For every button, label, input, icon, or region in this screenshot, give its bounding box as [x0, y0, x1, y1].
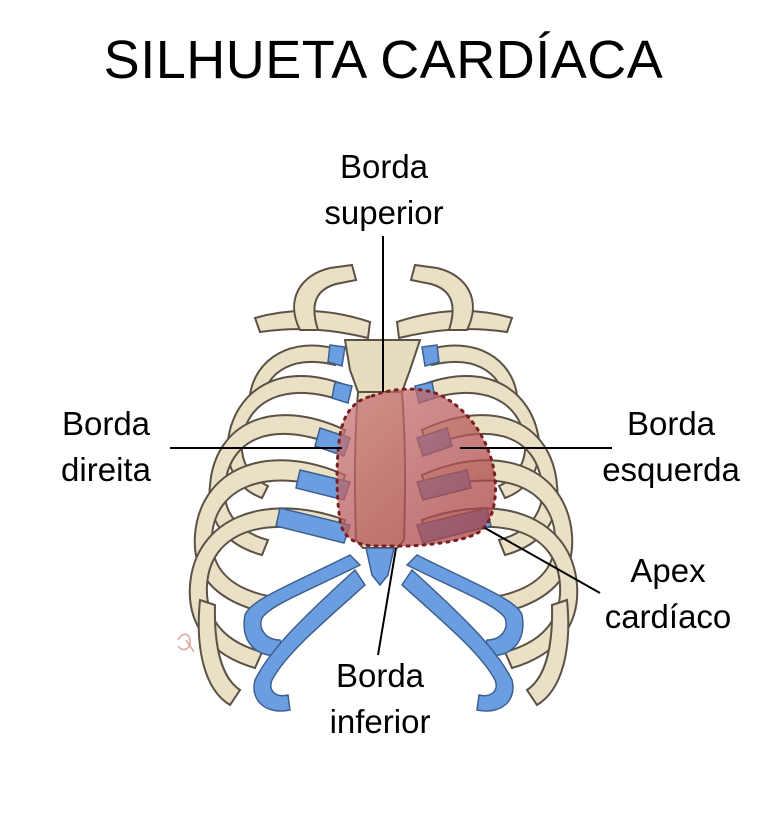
label-borda-superior: Borda superior: [324, 148, 444, 231]
leader-line-apex: [484, 527, 601, 594]
clavicle-left: [253, 263, 372, 340]
heart-silhouette: [335, 387, 497, 548]
artist-signature-mark: [177, 633, 195, 653]
leader-line-inferior: [377, 547, 397, 656]
label-borda-inferior: Borda inferior: [329, 657, 431, 740]
label-borda-esquerda: Borda esquerda: [602, 405, 740, 488]
label-borda-direita: Borda direita: [61, 405, 151, 488]
page-title: SILHUETA CARDÍACA: [103, 30, 664, 90]
clavicle-right: [395, 263, 514, 340]
label-apex-cardiaco: Apex cardíaco: [604, 552, 732, 635]
